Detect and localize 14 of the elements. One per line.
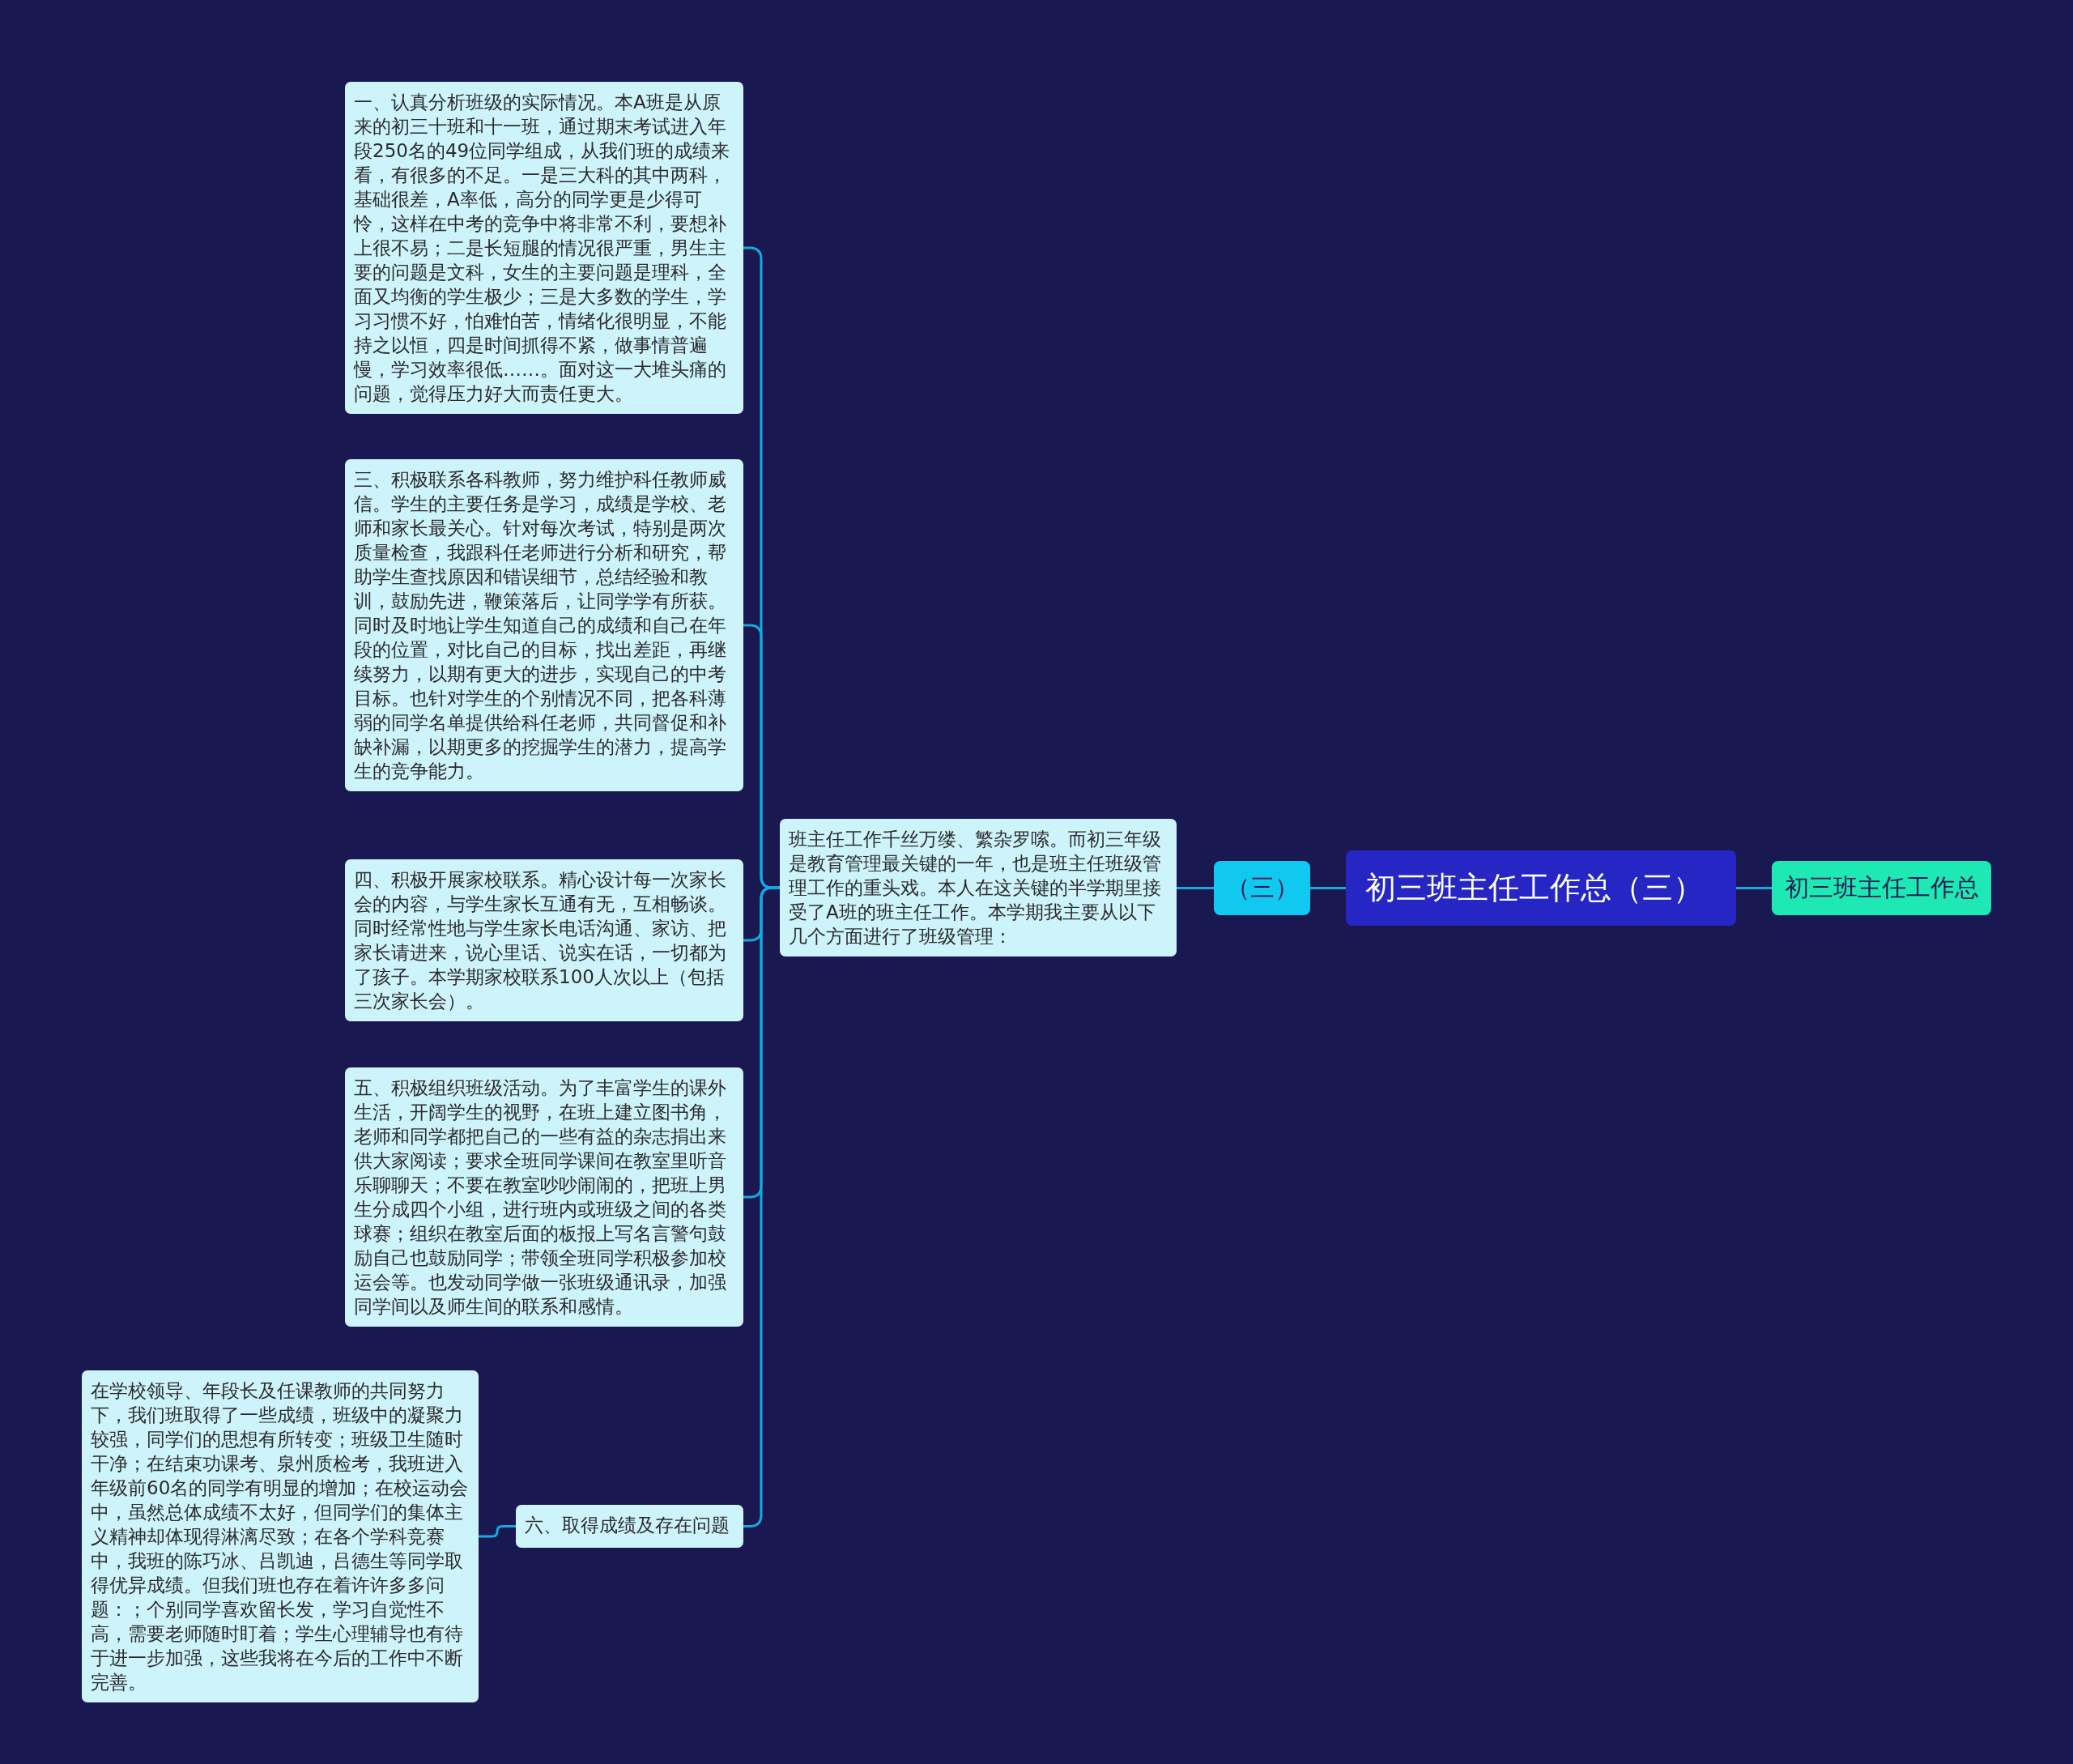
connector-line xyxy=(1177,887,1214,889)
text-card: 五、积极组织班级活动。为了丰富学生的课外生活，开阔学生的视野，在班上建立图书角，老师和同学都把自己的一些有益的杂志捐出来供大家阅读；要求全班同学课间在教室里听音乐聊聊天；不要在教室吵吵闹闹的，把班上男生分成四个小组，进行班内或班级之间的各类球赛；组织在教室后面的板报上写名言警句鼓励自己也鼓励同学；带领全班同学积极参加校运会等。也发动同学做一张班级通讯录，加强同学间以及师生间的联系和感情。 xyxy=(345,1067,743,1327)
parent-topic: 初三班主任工作总 xyxy=(1772,861,1991,915)
text-card: 三、积极联系各科教师，努力维护科任教师威信。学生的主要任务是学习，成绩是学校、老师和家长最关心。针对每次考试，特别是两次质量检查，我跟科任老师进行分析和研究，帮助学生查找原因和错误细节，总结经验和教训，鼓励先进，鞭策落后，让同学学有所获。同时及时地让学生知道自己的成绩和自己在年段的位置，对比自己的目标，找出差距，再继续努力，以期有更大的进步，实现自己的中考目标。也针对学生的个别情况不同，把各科薄弱的同学名单提供给科任老师，共同督促和补缺补漏，以期更多的挖掘学生的潜力，提高学生的竞争能力。 xyxy=(345,459,743,791)
connector-line xyxy=(1736,887,1772,889)
connector-line xyxy=(479,1525,516,1538)
text-card: 一、认真分析班级的实际情况。本A班是从原来的初三十班和十一班，通过期末考试进入年段250名的49位同学组成，从我们班的成绩来看，有很多的不足。一是三大科的其中两科，基础很差，A率低，高分的同学更是少得可怜，这样在中考的竞争中将非常不利，要想补上很不易；二是长短腿的情况很严重，男生主要的问题是文科，女生的主要问题是理科，全面又均衡的学生极少；三是大多数的学生，学习习惯不好，怕难怕苦，情绪化很明显，不能持之以恒，四是时间抓得不紧，做事情普遍慢，学习效率很低……。面对这一大堆头痛的问题，觉得压力好大而责任更大。 xyxy=(345,82,743,414)
section-topic: （三） xyxy=(1214,861,1310,915)
text-card: 六、取得成绩及存在问题 xyxy=(516,1505,743,1548)
connector-line xyxy=(1310,887,1346,889)
text-card: 班主任工作千丝万缕、繁杂罗嗦。而初三年级是教育管理最关键的一年，也是班主任班级管理工作的重头戏。本人在这关键的半学期里接受了A班的班主任工作。本学期我主要从以下几个方面进行了班级管理： xyxy=(780,819,1177,957)
text-card: 四、积极开展家校联系。精心设计每一次家长会的内容，与学生家长互通有无，互相畅谈。同时经常性地与学生家长电话沟通、家访、把家长请进来，说心里话、说实在话，一切都为了孩子。本学期家校联系100人次以上（包括三次家长会）。 xyxy=(345,859,743,1021)
text-card: 在学校领导、年段长及任课教师的共同努力下，我们班取得了一些成绩，班级中的凝聚力较强，同学们的思想有所转变；班级卫生随时干净；在结束功课考、泉州质检考，我班进入年级前60名的同学有明显的增加；在校运动会中，虽然总体成绩不太好，但同学们的集体主义精神却体现得淋漓尽致；在各个学科竞赛中，我班的陈巧冰、吕凯迪，吕德生等同学取得优异成绩。但我们班也存在着许许多多问题：；个别同学喜欢留长发，学习自觉性不高，需要老师随时盯着；学生心理辅导也有待于进一步加强，这些我将在今后的工作中不断完善。 xyxy=(82,1370,479,1702)
central-topic: 初三班主任工作总（三） xyxy=(1346,850,1736,926)
